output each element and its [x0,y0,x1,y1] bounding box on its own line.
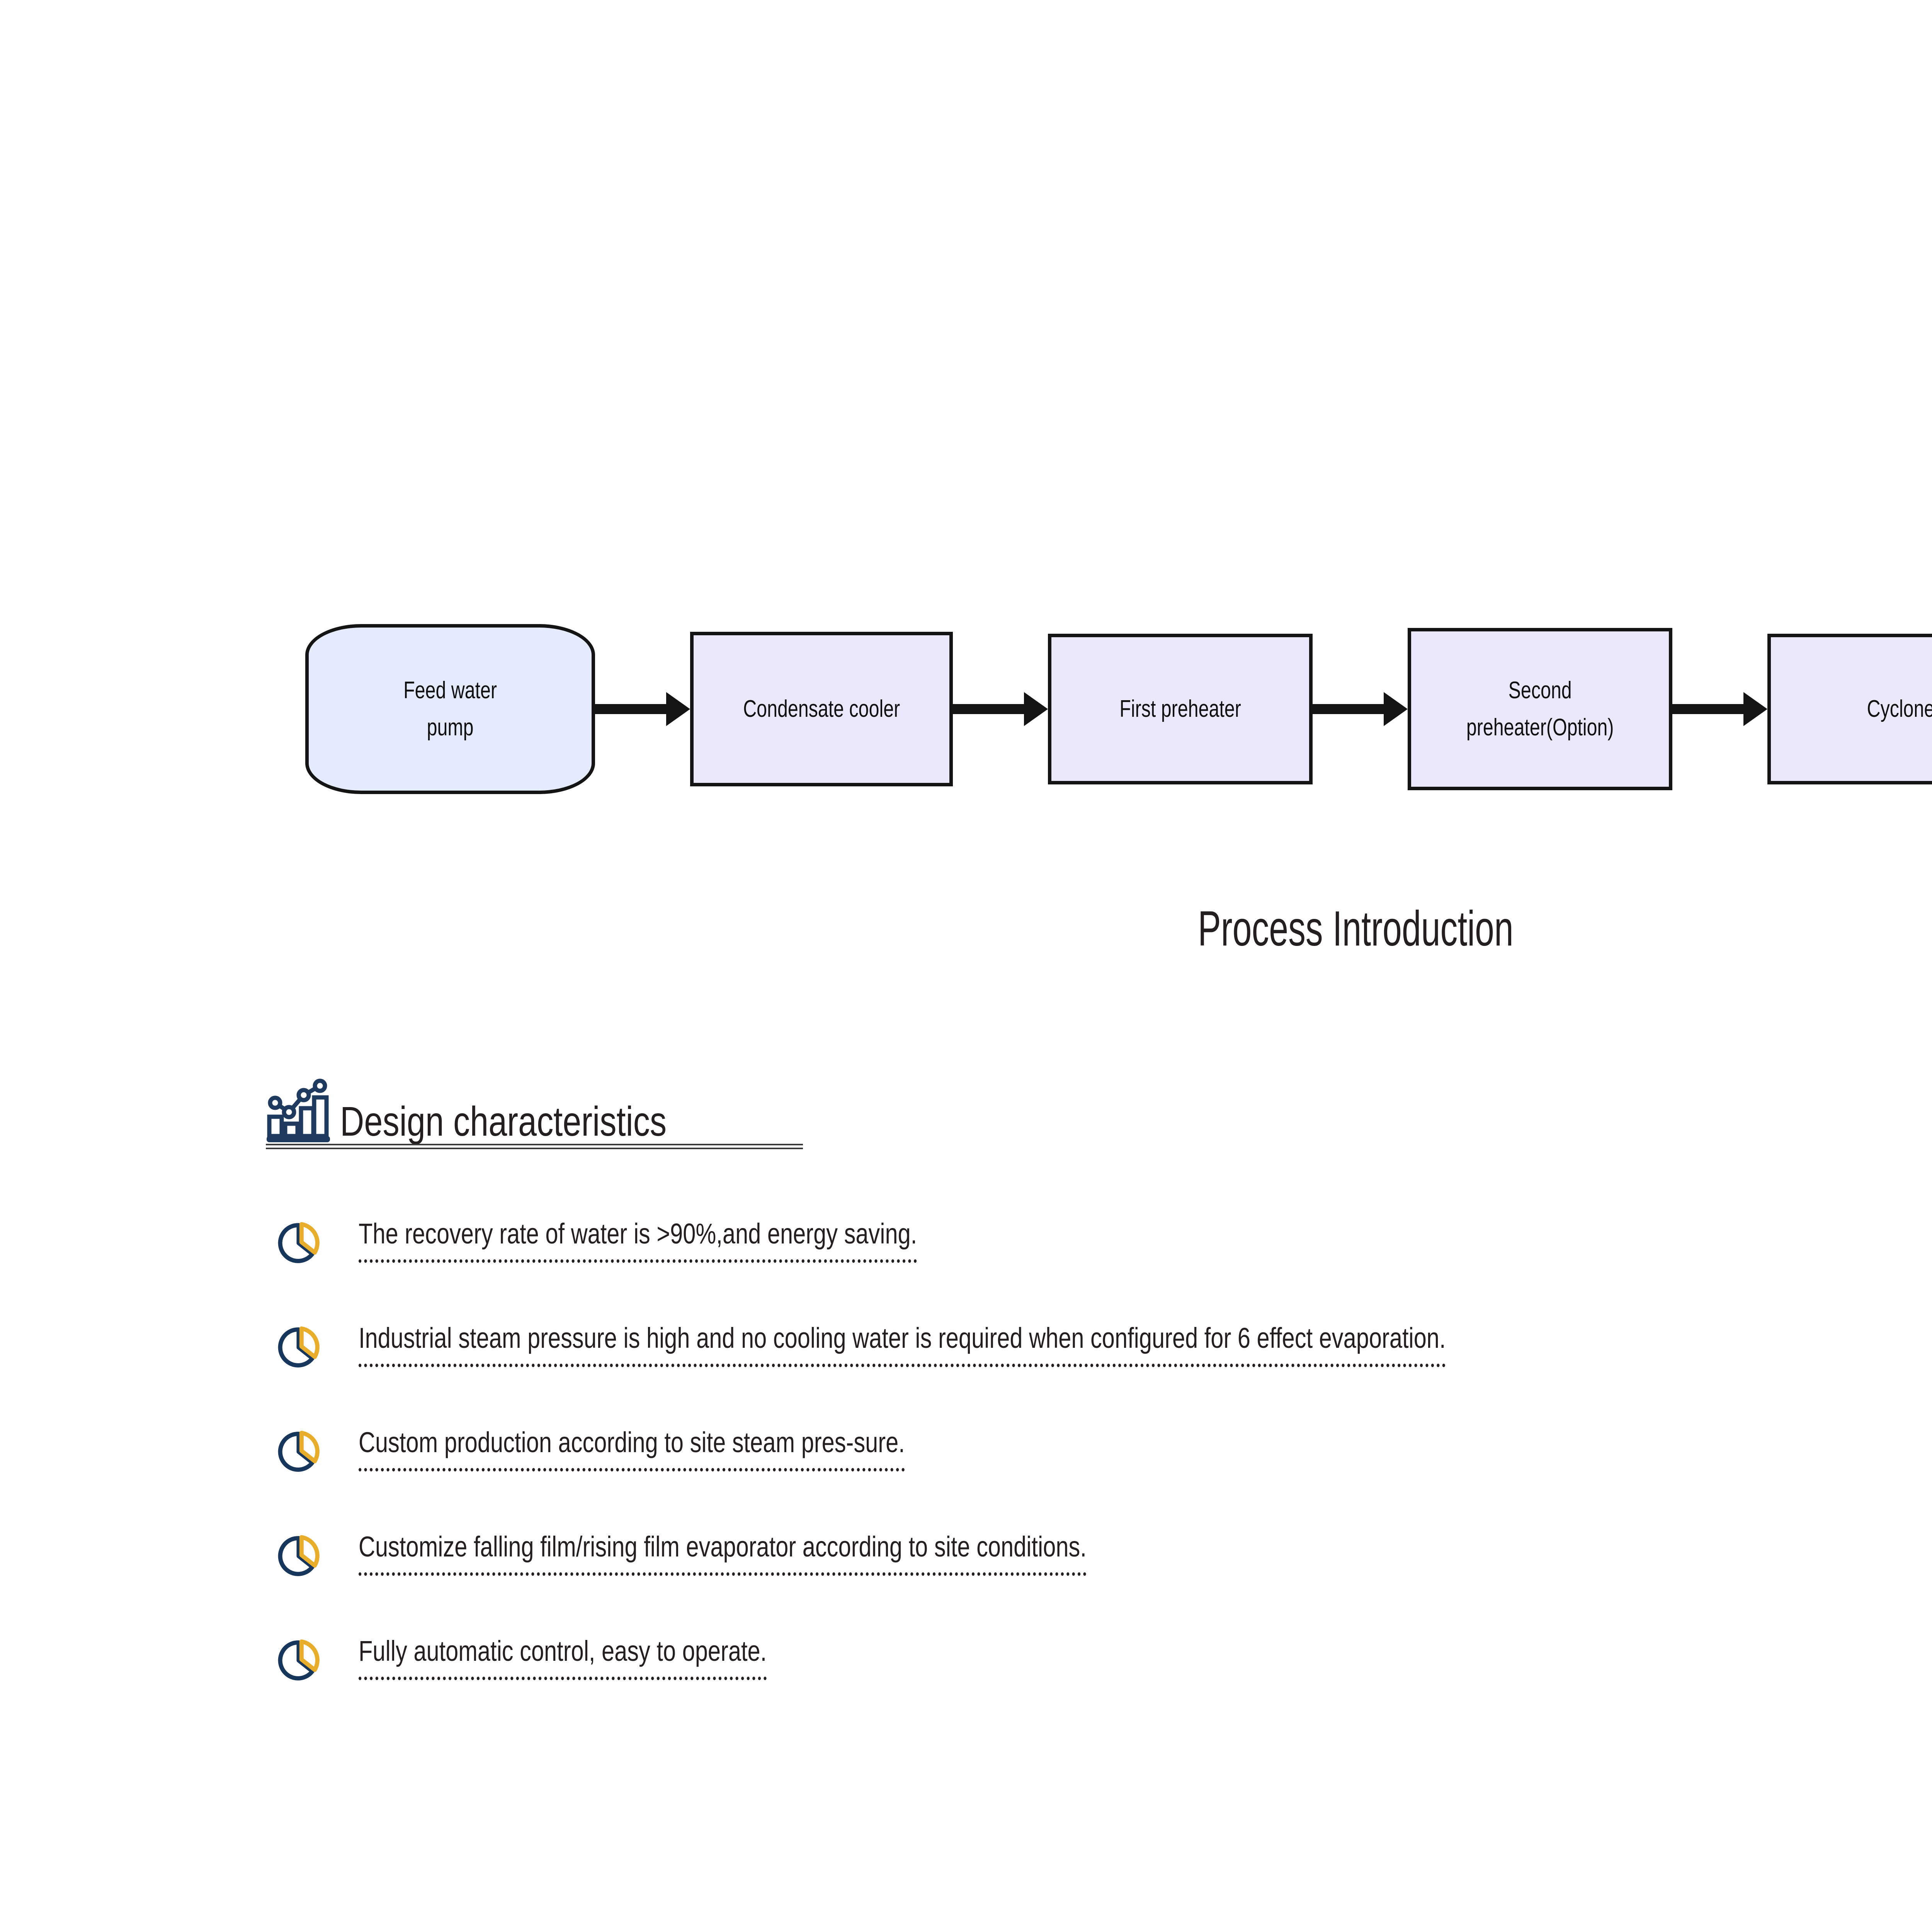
list-item: Custom production according to site stea… [270,1426,1932,1530]
flow-node-label: Cyclone [1867,695,1932,722]
flow-arrow-4 [1672,692,1767,726]
flow-arrow-3 [1313,692,1408,726]
pie-chart-icon [278,1535,320,1576]
feature-text: Custom production according to site stea… [359,1426,905,1472]
process-introduction-title: Process Introduction [0,900,1932,957]
process-flow-diagram: Feed water pump Condensate cooler First … [305,624,1932,794]
pie-chart-icon [278,1222,320,1263]
pie-chart-icon [278,1639,320,1681]
arrow-head-icon [1743,692,1767,726]
flow-node-label: Condensate cooler [743,695,900,722]
flow-node-label: Second preheater(Option) [1466,677,1614,741]
design-characteristics-list: The recovery rate of water is >90%,and e… [270,1217,1932,1739]
list-item: Industrial steam pressure is high and no… [270,1322,1932,1426]
arrow-shaft [1672,704,1743,714]
design-characteristics-heading: Design characteristics [266,1071,815,1154]
flow-arrow-2 [953,692,1048,726]
list-item: Fully automatic control, easy to operate… [270,1635,1932,1739]
feature-text: The recovery rate of water is >90%,and e… [359,1217,917,1263]
arrow-head-icon [1024,692,1048,726]
flow-node-cyclone[interactable]: Cyclone [1767,634,1932,784]
feature-text: Fully automatic control, easy to operate… [359,1635,767,1681]
arrow-shaft [1313,704,1384,714]
list-item: The recovery rate of water is >90%,and e… [270,1217,1932,1322]
design-characteristics-label: Design characteristics [340,1098,667,1145]
flow-node-condensate-cooler[interactable]: Condensate cooler [690,632,953,786]
process-introduction-title-text: Process Introduction [1197,901,1514,956]
pie-chart-icon [278,1431,320,1472]
flow-node-feed-water-pump[interactable]: Feed water pump [305,624,595,794]
bar-chart-trend-icon [267,1078,330,1142]
arrow-shaft [595,704,666,714]
arrow-head-icon [666,692,690,726]
flow-node-second-preheater[interactable]: Second preheater(Option) [1408,628,1672,790]
arrow-head-icon [1384,692,1408,726]
heading-double-rule [266,1144,803,1149]
list-item: Customize falling film/rising film evapo… [270,1530,1932,1635]
arrow-shaft [953,704,1024,714]
flow-node-first-preheater[interactable]: First preheater [1048,634,1313,784]
flow-node-label: Feed water pump [403,677,497,741]
feature-text: Customize falling film/rising film evapo… [359,1530,1087,1576]
flow-node-label: First preheater [1119,695,1241,722]
pie-chart-icon [278,1326,320,1368]
feature-text: Industrial steam pressure is high and no… [359,1322,1446,1368]
flow-arrow-1 [595,692,690,726]
